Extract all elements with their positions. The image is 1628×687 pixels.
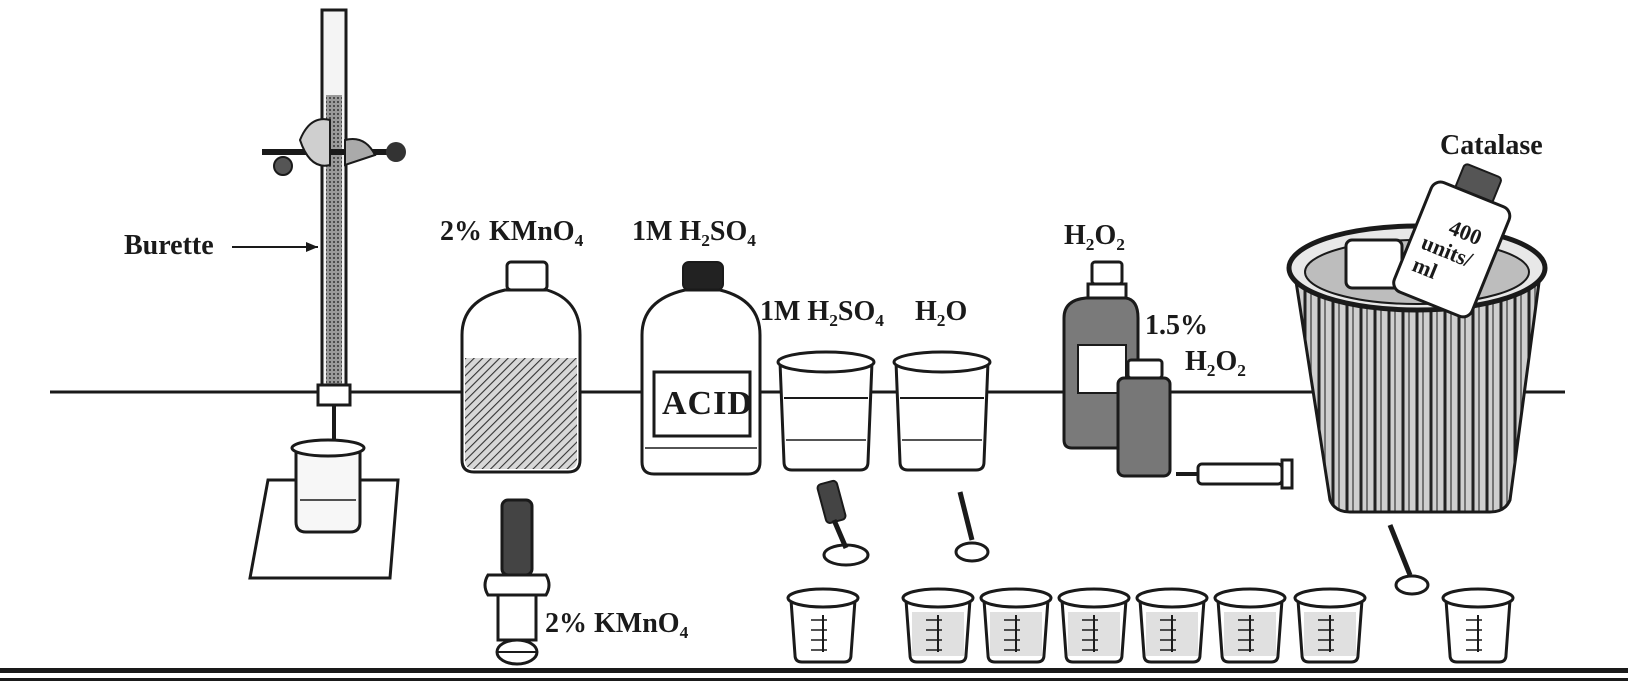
h2so4-beaker-coef: 1M H [760, 296, 830, 327]
kmno4-syringe-sub: 4 [679, 623, 689, 643]
small-beaker [1441, 587, 1515, 664]
water-beaker-label: H2O [915, 296, 968, 330]
h2o2-top-h: H [1064, 220, 1086, 251]
kmno4-bottle-label-sub: 4 [574, 231, 584, 251]
h2so4-bottle-so: SO [709, 216, 748, 247]
h2so4-bottle-sub2: 2 [701, 231, 710, 251]
h2so4-bottle-sub4: 4 [747, 231, 756, 251]
h2so4-beaker [776, 350, 876, 567]
h2so4-beaker-sub2: 2 [829, 311, 838, 331]
kmno4-syringe-label: 2% KMnO4 [545, 608, 688, 642]
acid-bottle [640, 261, 762, 476]
h2o2-small-o: O [1215, 346, 1238, 377]
burette-stand [232, 8, 406, 580]
water-h: H [915, 296, 937, 327]
h2o2-syringe [1176, 458, 1294, 490]
small-beakers-row [786, 587, 1515, 664]
bottom-rule-thin [0, 678, 1628, 681]
h2o2-top-sub2: 2 [1116, 235, 1125, 255]
h2so4-beaker-so: SO [837, 296, 876, 327]
h2o2-percent-label: 1.5% [1145, 310, 1208, 341]
burette-label: Burette [124, 230, 214, 261]
catalase-bucket [1286, 163, 1548, 596]
h2so4-beaker-label: 1M H2SO4 [760, 296, 884, 330]
h2o2-small-label: H2O2 [1185, 346, 1246, 380]
acid-label-box [652, 370, 752, 438]
h2so4-bottle-coef: 1M H [632, 216, 702, 247]
kmno4-syringe [483, 498, 551, 666]
h2o2-top-o: O [1094, 220, 1117, 251]
water-sub: 2 [936, 311, 946, 331]
h2o2-bottle-label: H2O2 [1064, 220, 1125, 254]
h2o2-small-sub1: 2 [1206, 361, 1216, 381]
h2o2-bottle-small [1116, 358, 1172, 478]
small-beaker [786, 587, 860, 664]
small-beaker [979, 587, 1053, 664]
burette-clamp [262, 118, 406, 176]
kmno4-syringe-text: 2% KMnO [545, 608, 680, 639]
small-beaker [1293, 587, 1367, 664]
h2so4-bottle-label: 1M H2SO4 [632, 216, 756, 250]
small-beaker [1213, 587, 1287, 664]
h2o2-top-sub1: 2 [1085, 235, 1095, 255]
acid-label-text: ACID [662, 385, 753, 422]
kmno4-bottle [460, 260, 582, 474]
water-o: O [945, 296, 968, 327]
small-beaker [901, 587, 975, 664]
catalase-label: Catalase [1440, 130, 1543, 161]
kmno4-bottle-label-text: 2% KMnO [440, 216, 575, 247]
h2o2-small-sub2: 2 [1237, 361, 1246, 381]
small-beaker [1135, 587, 1209, 664]
water-beaker [892, 350, 992, 563]
small-beaker [1057, 587, 1131, 664]
h2o2-small-h: H [1185, 346, 1207, 377]
bottom-rule [0, 668, 1628, 673]
kmno4-bottle-label: 2% KMnO4 [440, 216, 583, 250]
h2so4-beaker-sub4: 4 [875, 311, 884, 331]
